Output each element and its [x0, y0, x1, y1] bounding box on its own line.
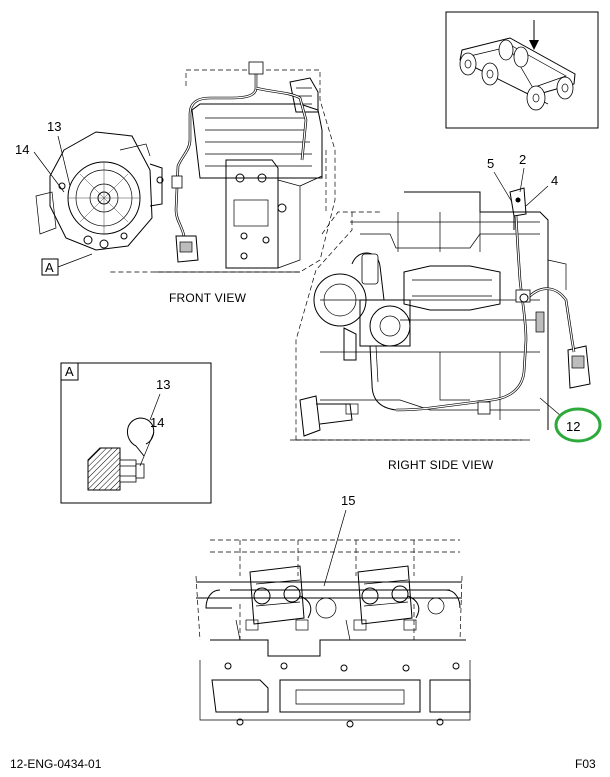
rocker-assembly-2 — [357, 565, 420, 625]
right-side-view-engine — [290, 187, 591, 441]
sheet-code: F03 — [575, 757, 596, 771]
callout-12: 12 — [566, 419, 580, 434]
front-view-engine — [35, 61, 336, 273]
detail-ref-a-front: A — [45, 260, 54, 275]
front-view-callouts: 13 14 A — [15, 119, 93, 276]
document-id: 12-ENG-0434-01 — [10, 757, 102, 771]
detail-a-label: A — [65, 364, 74, 379]
callout-13-front: 13 — [47, 119, 61, 134]
bottom-view-engine-head: 15 — [195, 493, 471, 728]
detail-a-box: A 13 14 — [60, 362, 212, 504]
turbocharger — [313, 252, 411, 411]
callout-4: 4 — [551, 173, 558, 188]
front-view-caption: FRONT VIEW — [169, 291, 247, 305]
truck-wheel-icon — [459, 39, 574, 111]
callout-14-front: 14 — [15, 142, 29, 157]
truck-locator-inset — [445, 11, 599, 129]
right-side-callouts: 5 2 4 12 — [487, 152, 602, 443]
callout-2: 2 — [519, 152, 526, 167]
highlight-circle-12 — [554, 407, 602, 443]
callout-14-detail: 14 — [150, 415, 164, 430]
callout-5: 5 — [487, 156, 494, 171]
callout-15: 15 — [341, 493, 355, 508]
callout-13-detail: 13 — [156, 377, 170, 392]
right-side-view-caption: RIGHT SIDE VIEW — [388, 458, 494, 472]
alternator — [35, 131, 163, 251]
rocker-assembly-1 — [249, 565, 312, 625]
